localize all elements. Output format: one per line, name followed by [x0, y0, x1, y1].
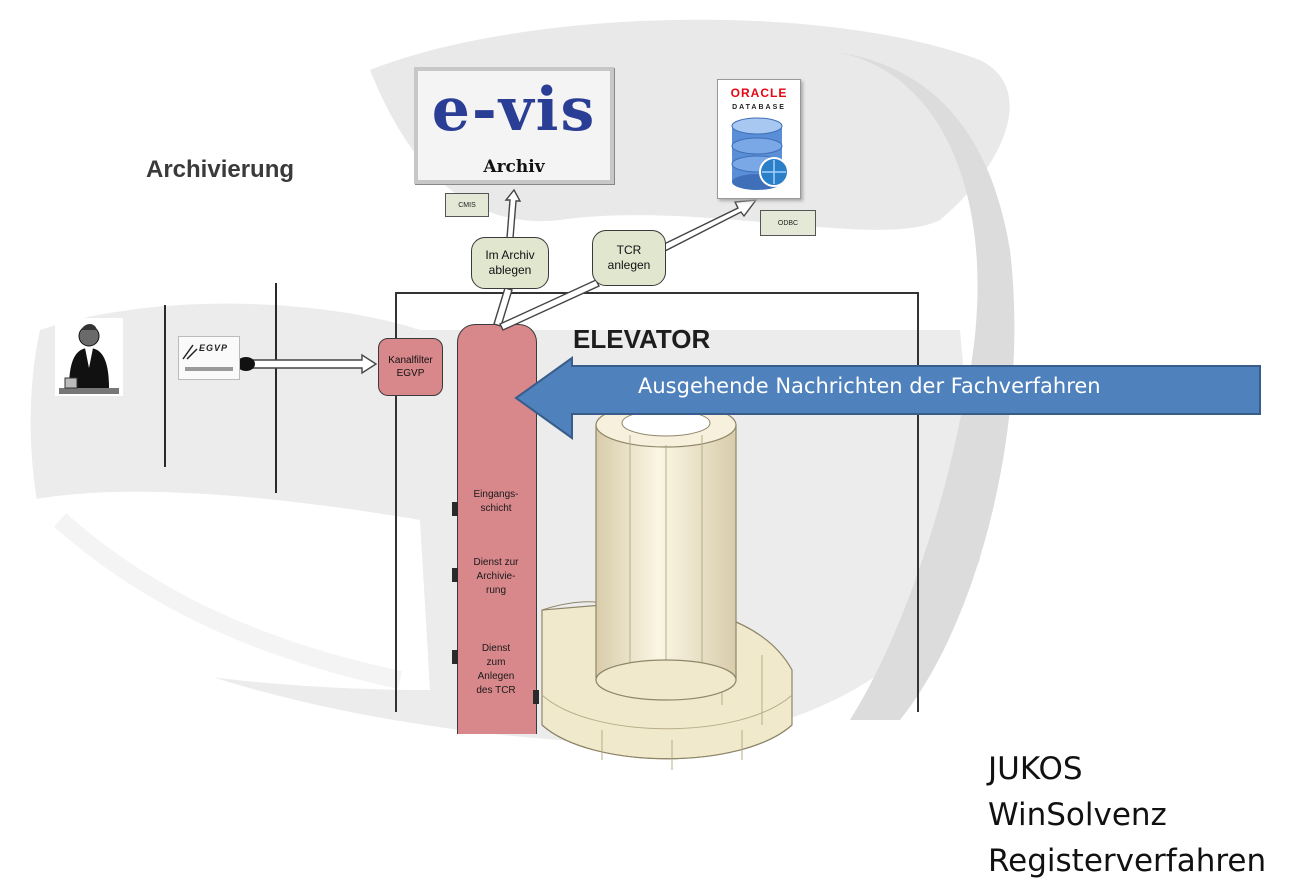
oracle-sub: DATABASE — [732, 104, 786, 111]
database-icon — [731, 117, 789, 190]
service-eingangsschicht: Eingangs-schicht — [473, 489, 519, 514]
evis-archiv-box: e-vis Archiv — [414, 67, 614, 184]
egvp-underline — [185, 367, 233, 371]
archivierung-label: Archivierung — [146, 156, 295, 183]
list-item: WinSolvenz — [988, 797, 1167, 833]
elevator-label: ELEVATOR — [573, 324, 711, 354]
outgoing-messages-text: Ausgehende Nachrichten der Fachverfahren — [638, 374, 1101, 398]
list-item: JUKOS — [988, 751, 1083, 787]
oracle-brand: ORACLE — [730, 86, 788, 100]
evis-logo: e-vis — [431, 75, 597, 145]
elevator-frame — [395, 292, 919, 712]
service-marker — [452, 502, 458, 516]
oracle-database-box: ORACLE DATABASE — [717, 79, 801, 199]
evis-archiv-label: Archiv — [483, 157, 545, 177]
egvp-pen-icon — [182, 344, 198, 360]
egvp-label: EGVP — [199, 343, 229, 353]
list-item: Registerverfahren — [988, 843, 1267, 879]
outgoing-messages-arrow — [514, 356, 1261, 440]
service-marker — [533, 690, 539, 704]
separator-left — [164, 305, 166, 467]
judge-icon — [55, 318, 123, 396]
cmis-tag: CMIS — [445, 193, 489, 217]
fachverfahren-list: JUKOS WinSolvenz Registerverfahren — [988, 746, 1266, 884]
service-marker — [452, 568, 458, 582]
separator-right — [275, 283, 277, 493]
odbc-tag: ODBC — [760, 210, 816, 236]
service-marker — [452, 650, 458, 664]
egvp-icon: EGVP — [178, 336, 240, 380]
